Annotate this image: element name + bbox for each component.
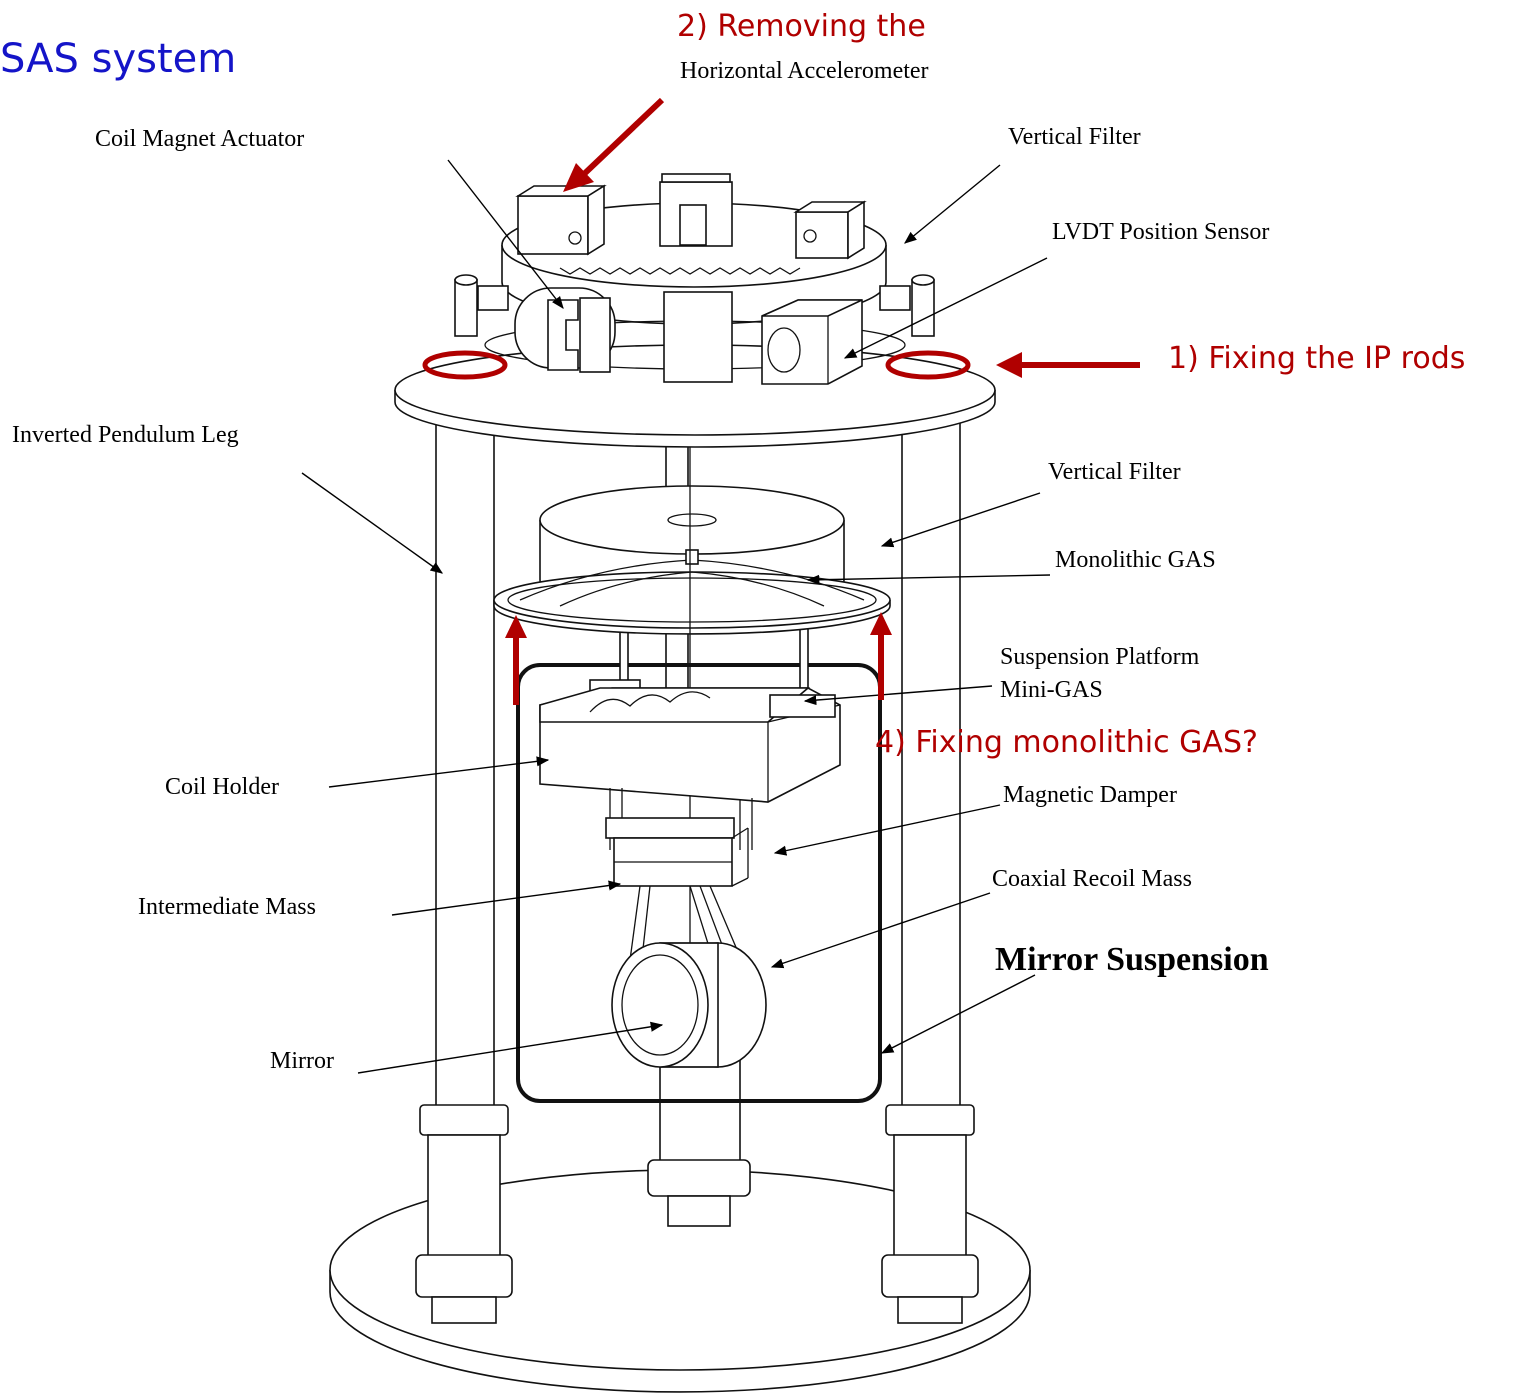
inverted-pendulum-legs [415, 379, 979, 1324]
coil-magnet-actuator [514, 287, 616, 373]
annotation-arrows [505, 97, 1140, 705]
label-monolithic-gas: Monolithic GAS [1055, 547, 1216, 573]
leader-lines [301, 159, 1051, 1074]
label-vertical-filter-middle: Vertical Filter [1048, 459, 1181, 485]
label-coil-magnet-actuator: Coil Magnet Actuator [95, 126, 304, 152]
annotation-step1: 1) Fixing the IP rods [1168, 341, 1465, 376]
horizontal-accelerometers [515, 173, 867, 260]
coil-holder [539, 679, 841, 803]
label-inverted-pendulum-leg: Inverted Pendulum Leg [12, 422, 239, 448]
lvdt-position-sensor [761, 299, 863, 385]
monolithic-gas [493, 549, 891, 635]
top-center-box [663, 291, 733, 383]
label-mini-gas: Mini-GAS [1000, 677, 1103, 703]
mirror-suspension-frame [516, 663, 882, 1103]
label-mirror-suspension: Mirror Suspension [995, 941, 1269, 978]
ip-rod-markers [422, 350, 971, 380]
label-mirror: Mirror [270, 1048, 334, 1074]
ip-rod-holders [454, 274, 935, 337]
mirror-assembly [611, 942, 767, 1068]
label-coaxial-recoil-mass: Coaxial Recoil Mass [992, 866, 1192, 892]
label-suspension-platform: Suspension Platform [1000, 644, 1200, 670]
label-vertical-filter-top: Vertical Filter [1008, 124, 1141, 150]
label-lvdt-position-sensor: LVDT Position Sensor [1052, 219, 1269, 245]
label-intermediate-mass: Intermediate Mass [138, 894, 316, 920]
annotation-step4: 4) Fixing monolithic GAS? [875, 725, 1258, 760]
annotation-step2: 2) Removing the [677, 9, 926, 44]
label-magnetic-damper: Magnetic Damper [1003, 782, 1177, 808]
mirror-wires [629, 885, 739, 961]
label-coil-holder: Coil Holder [165, 774, 279, 800]
label-horizontal-accelerometer: Horizontal Accelerometer [680, 58, 929, 84]
intermediate-mass [605, 817, 749, 887]
slide-title: SAS system [0, 36, 236, 82]
